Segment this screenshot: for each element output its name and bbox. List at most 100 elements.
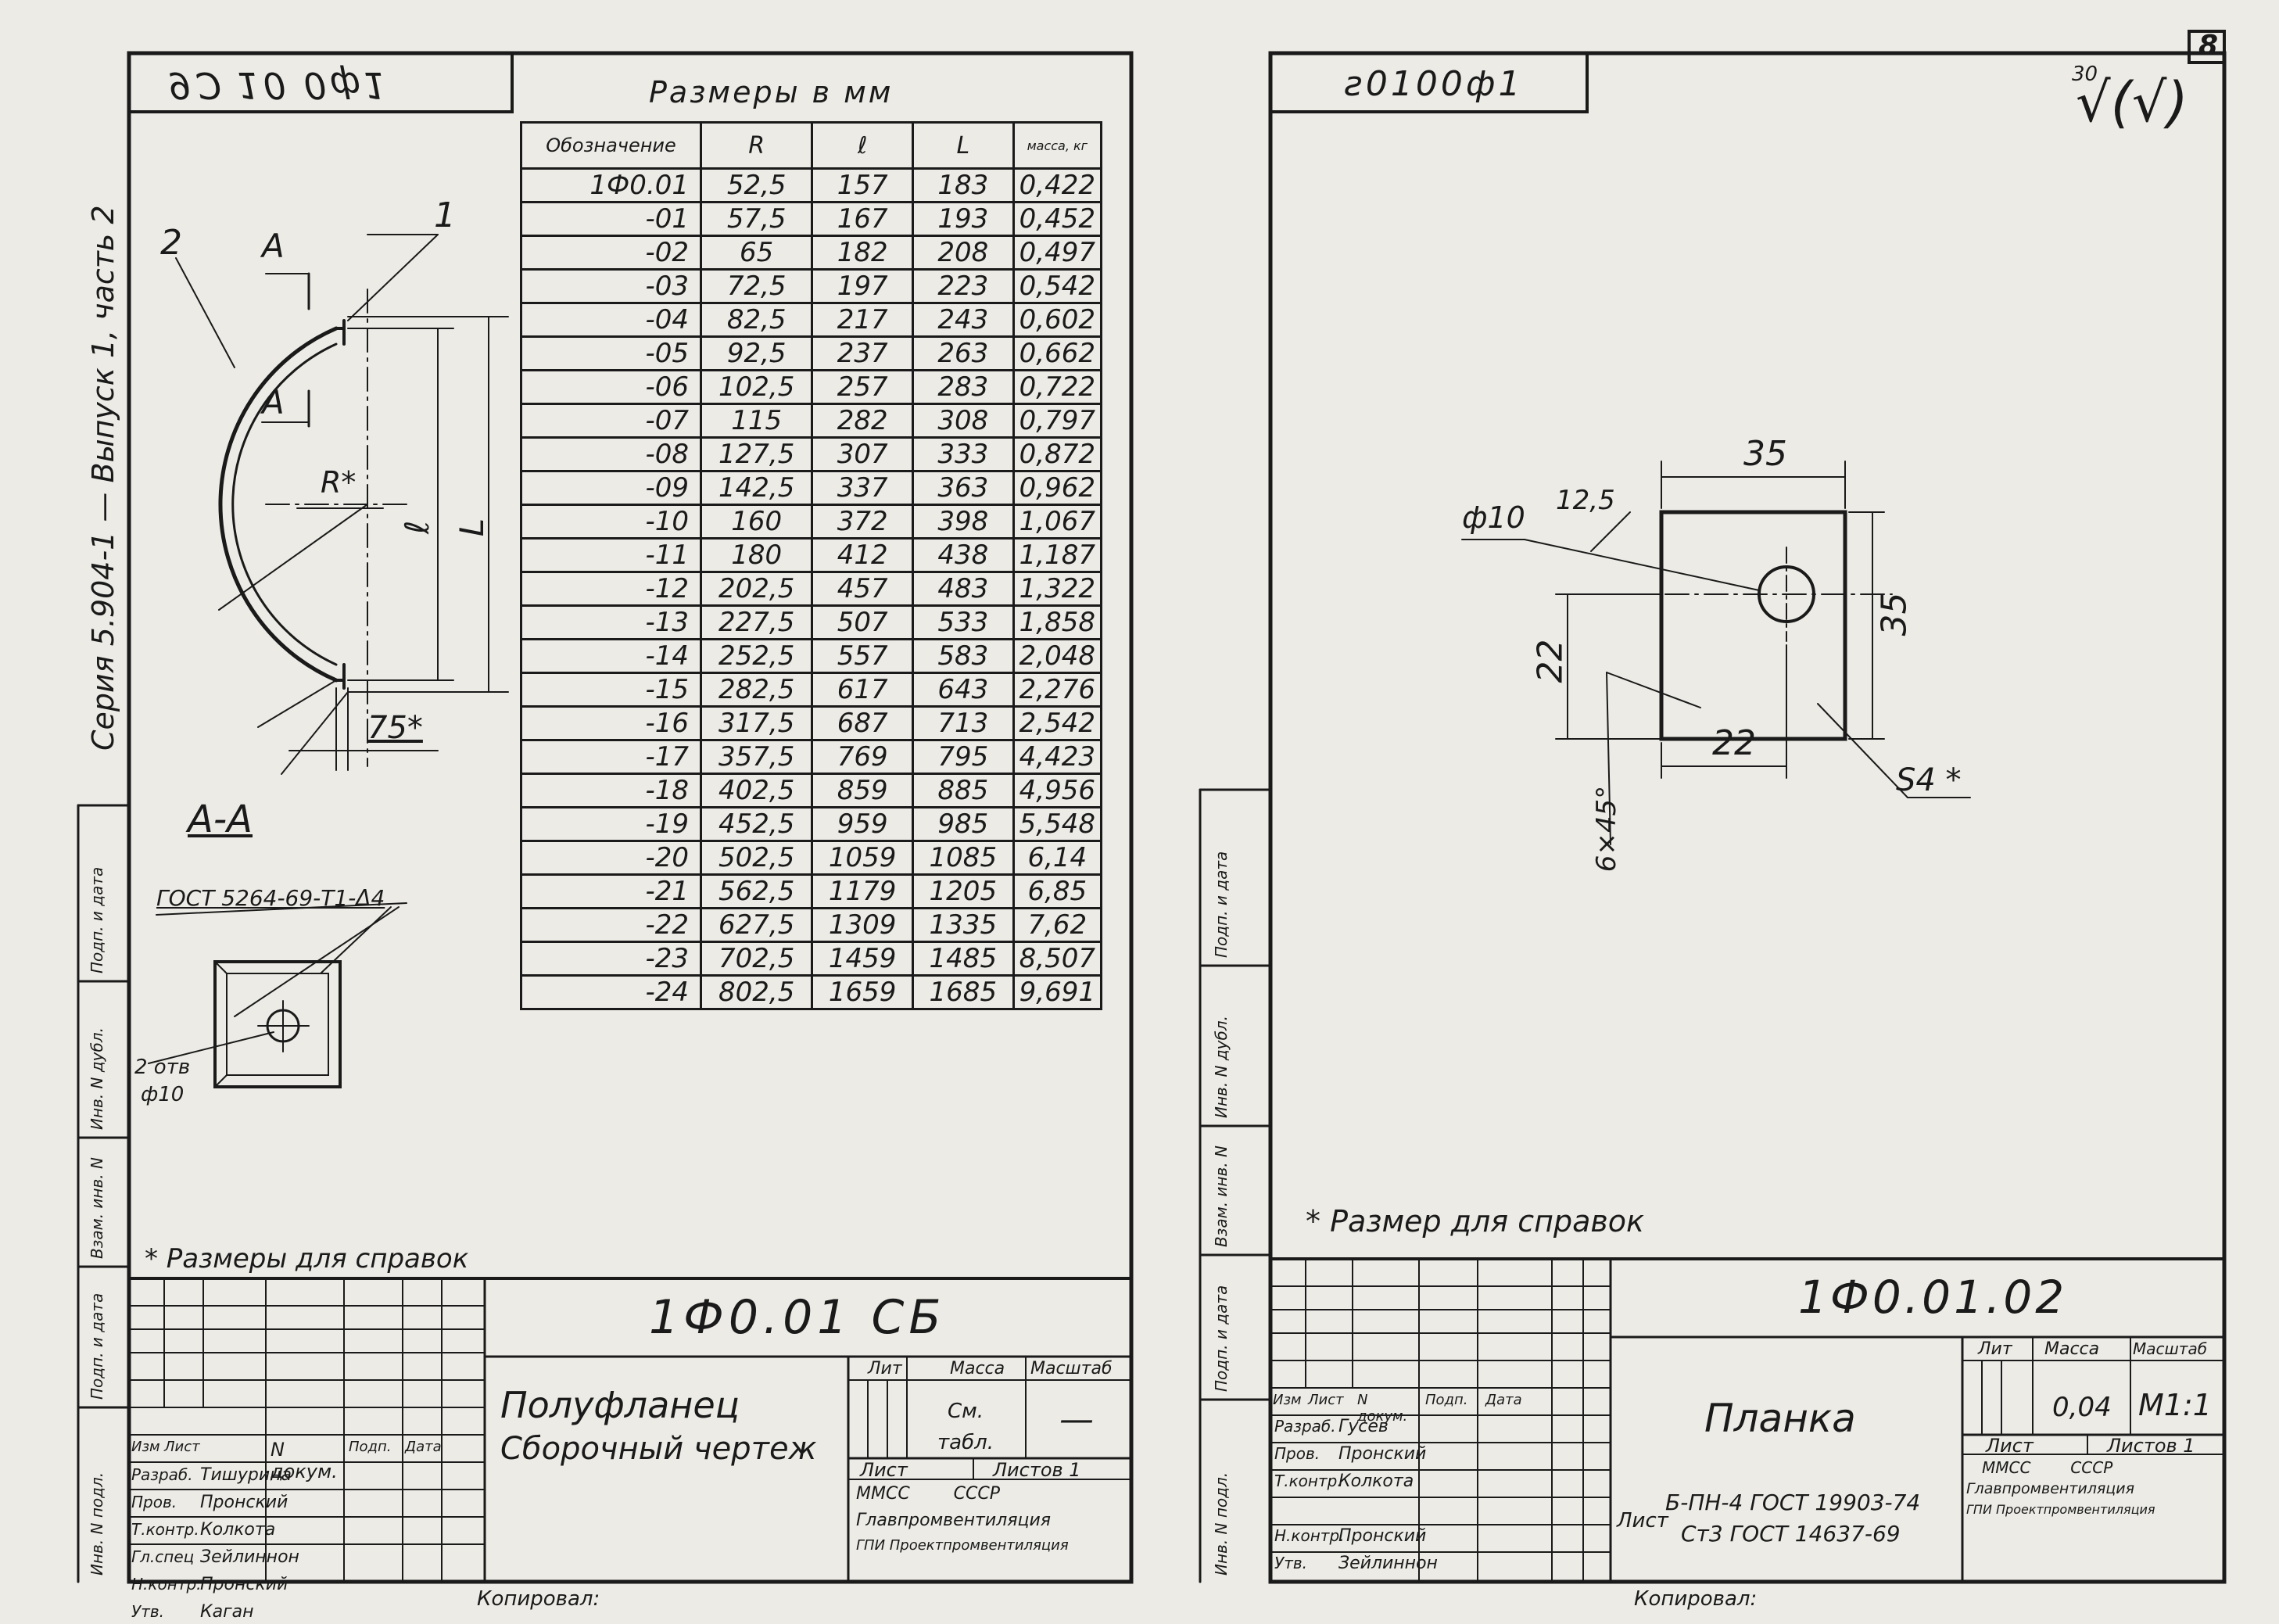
cell-l-small: 217 [811,302,914,338]
cell-l-big: 713 [911,705,1015,741]
cell-r: 317,5 [700,705,814,741]
right-stamp-sheet: Лист [1986,1435,2034,1457]
left-stamp-org2: Главпромвентиляция [856,1511,1051,1530]
right-copied: Копировал: [1634,1587,1758,1611]
right-sheet-number: 8 [2198,30,2219,62]
cell-designation: -21 [519,873,703,909]
cell-l-big: 795 [911,739,1015,775]
cell-designation: -12 [519,571,703,607]
cell-mass: 6,85 [1012,873,1103,909]
stamp-person-name: Пронский [200,1493,288,1512]
right-col-izm: Изм [1273,1392,1302,1408]
label-pos1: 1 [434,195,456,235]
stamp-role: Разраб. [1274,1417,1336,1436]
roughness-symbol: √(√) [2076,70,2188,134]
cell-r: 562,5 [700,873,814,909]
table-header-r: R [700,121,814,170]
cell-mass: 1,858 [1012,604,1103,640]
cell-mass: 2,048 [1012,638,1103,674]
label-section-a-mid: A [262,383,285,421]
stamp-person-name: Гусев [1338,1417,1389,1436]
right-side-label-5: Подп. и дата [1212,851,1231,958]
cell-r: 502,5 [700,840,814,876]
right-stamp-org3: ГПИ Проектпромвентиляция [1966,1502,2155,1517]
cell-r: 627,5 [700,907,814,943]
section-title: A-A [188,798,253,841]
cell-r: 202,5 [700,571,814,607]
stamp-person-name: Пронский [1338,1444,1427,1464]
cell-r: 52,5 [700,167,814,203]
stamp-person-name: Зейлиннон [1338,1554,1438,1573]
cell-l-big: 483 [911,571,1015,607]
dim-22-left: 22 [1530,639,1571,683]
left-col-date: Дата [405,1439,442,1455]
cell-designation: -06 [519,369,703,405]
stamp-role: Разраб. [131,1465,193,1484]
cell-designation: -05 [519,335,703,371]
cell-l-small: 617 [811,672,914,708]
cell-l-small: 237 [811,335,914,371]
label-radius: R* [321,465,357,500]
stamp-role: Пров. [131,1493,177,1511]
cell-l-big: 1085 [911,840,1015,876]
table-title: Размеры в мм [649,75,894,109]
left-side-label-1: Инв. N подл. [88,1472,106,1576]
right-col-date: Дата [1485,1392,1522,1408]
label-l-small: ℓ [398,520,437,535]
left-side-label-4: Инв. N дубл. [88,1027,106,1130]
stamp-role: Н.контр. [1274,1526,1345,1545]
stamp-person-name: Пронский [200,1575,288,1594]
cell-mass: 1,187 [1012,537,1103,573]
right-stamp-sheets: Листов 1 [2107,1435,2195,1457]
cell-mass: 0,872 [1012,436,1103,472]
left-col-doc: N докум. [271,1439,338,1482]
cell-designation: -01 [519,201,703,237]
dim-22-bottom: 22 [1712,723,1756,763]
cell-l-big: 583 [911,638,1015,674]
cell-mass: 1,322 [1012,571,1103,607]
right-stamp-scale-value: М1:1 [2138,1388,2212,1422]
series-side-text: Серия 5.904-1 — Выпуск 1, часть 2 [86,205,120,751]
cell-r: 357,5 [700,739,814,775]
right-stamp-scale: Масштаб [2133,1339,2208,1358]
cell-l-small: 372 [811,504,914,540]
left-stamp-sheets: Листов 1 [993,1459,1081,1481]
stamp-role: Утв. [131,1602,164,1621]
cell-l-small: 1059 [811,840,914,876]
cell-l-big: 308 [911,403,1015,439]
left-code-box: 9Ɔ 10 0ф1 [168,64,389,106]
cell-designation: -16 [519,705,703,741]
cell-designation: -04 [519,302,703,338]
cell-mass: 0,797 [1012,403,1103,439]
cell-mass: 0,497 [1012,235,1103,271]
cell-r: 402,5 [700,773,814,808]
dim-hole: ф10 [1462,500,1525,535]
left-note: * Размеры для справок [145,1243,469,1274]
cell-mass: 2,542 [1012,705,1103,741]
stamp-person-name: Зейлиннон [200,1547,299,1567]
cell-r: 127,5 [700,436,814,472]
cell-mass: 6,14 [1012,840,1103,876]
right-col-sign: Подп. [1425,1392,1468,1408]
cell-mass: 8,507 [1012,941,1103,977]
table-header-mass: масса, кг [1012,121,1103,170]
cell-mass: 4,956 [1012,773,1103,808]
dim-r125: 12,5 [1556,485,1615,516]
left-stamp-name-2: Сборочный чертеж [500,1431,817,1467]
left-stamp-scale-value: — [1059,1400,1094,1439]
cell-designation: -24 [519,974,703,1010]
